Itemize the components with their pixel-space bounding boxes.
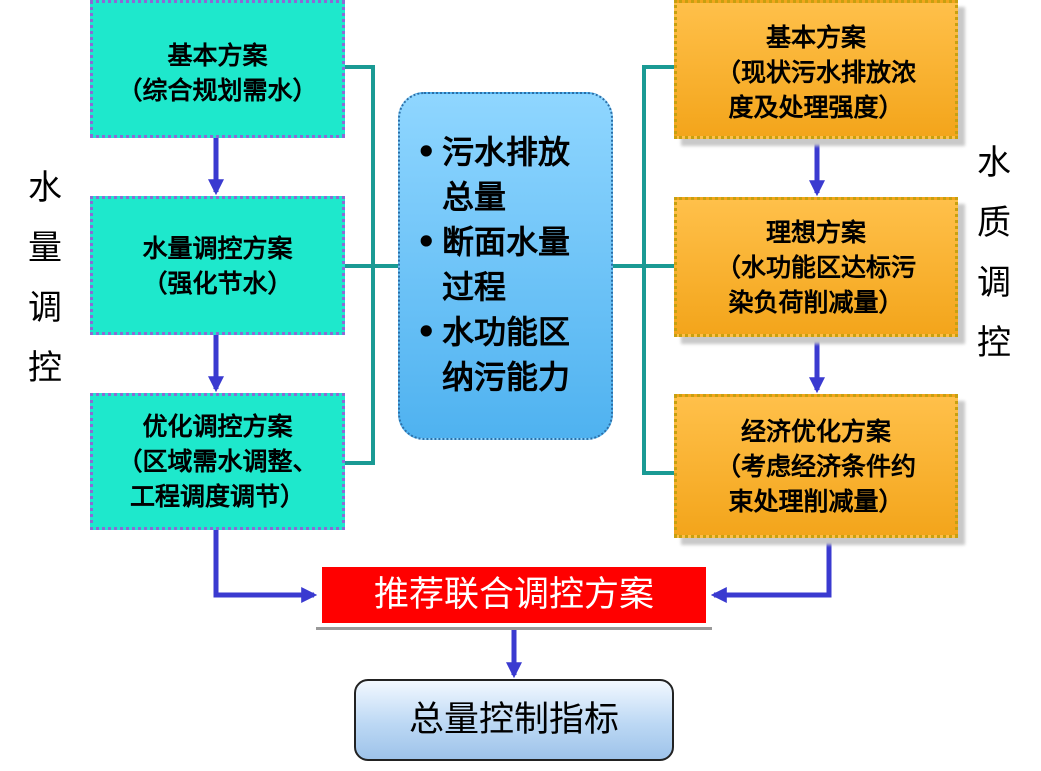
flow-arrows	[207, 138, 832, 679]
left-bracket-connector	[345, 65, 398, 465]
constraint-factors-box: • 污水排放总量 • 断面水量过程 • 水功能区纳污能力	[398, 92, 613, 440]
divider-line	[316, 627, 712, 630]
water-quantity-label: 水 量 调 控	[25, 158, 65, 398]
box-title: 经济优化方案	[740, 416, 891, 446]
right-label-char: 控	[977, 323, 1011, 363]
right-basic-plan-box: 基本方案 （现状污水排放浓 度及处理强度）	[674, 0, 958, 139]
box-title: 基本方案	[167, 41, 268, 70]
bullet-item: • 水功能区纳污能力	[416, 310, 611, 400]
bullet-item: • 断面水量过程	[416, 220, 611, 310]
box-title: 水量调控方案	[142, 233, 293, 263]
recommended-joint-plan-banner: 推荐联合调控方案	[322, 567, 706, 623]
box-subtitle: 染负荷削减量）	[728, 287, 904, 317]
box-subtitle: （现状污水排放浓	[715, 58, 916, 87]
bullet-text: 水功能区	[442, 313, 571, 351]
box-subtitle: 工程调度调节）	[129, 482, 305, 511]
bullet-dot: •	[416, 133, 437, 171]
bullet-item: • 污水排放总量	[416, 130, 611, 220]
bullet-text: 总量	[442, 178, 507, 216]
box-subtitle: （水功能区达标污	[715, 252, 916, 282]
left-label-char: 调	[28, 288, 62, 328]
right-bracket-connector	[613, 65, 674, 475]
left-label-char: 水	[28, 168, 62, 208]
bullet-text: 断面水量	[442, 223, 571, 261]
water-quality-label: 水 质 调 控	[974, 133, 1014, 373]
bullet-dot: •	[416, 223, 437, 261]
box-subtitle: （强化节水）	[142, 268, 293, 298]
box-title: 理想方案	[765, 217, 866, 247]
box-title: 基本方案	[765, 23, 866, 52]
box-subtitle: 度及处理强度）	[728, 93, 904, 122]
bullet-dot: •	[416, 313, 437, 351]
water-quantity-control-plan-box: 水量调控方案 （强化节水）	[90, 196, 345, 335]
bullet-text: 过程	[442, 268, 507, 306]
bullet-text: 污水排放	[442, 133, 571, 171]
left-basic-plan-box: 基本方案 （综合规划需水）	[90, 0, 345, 138]
box-subtitle: （考虑经济条件约	[715, 451, 916, 481]
box-title: 优化调控方案	[142, 412, 293, 441]
optimized-control-plan-box: 优化调控方案 （区域需水调整、 工程调度调节）	[90, 393, 345, 530]
left-label-char: 控	[28, 348, 62, 388]
right-label-char: 调	[977, 263, 1011, 303]
ideal-plan-box: 理想方案 （水功能区达标污 染负荷削减量）	[674, 197, 958, 337]
box-subtitle: （综合规划需水）	[117, 76, 318, 105]
left-label-char: 量	[28, 228, 62, 268]
box-subtitle: （区域需水调整、	[117, 447, 318, 476]
box-subtitle: 束处理削减量）	[728, 486, 904, 516]
bullet-text: 纳污能力	[442, 358, 571, 396]
right-label-char: 水	[977, 143, 1011, 183]
right-label-char: 质	[977, 203, 1011, 243]
total-control-indicator-box: 总量控制指标	[354, 679, 674, 761]
economic-optimization-plan-box: 经济优化方案 （考虑经济条件约 束处理削减量）	[674, 394, 958, 538]
